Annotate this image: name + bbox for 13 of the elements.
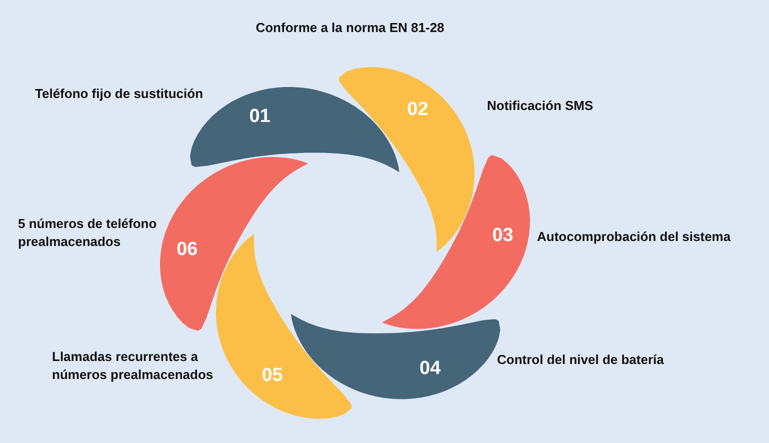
step-number: 03 <box>492 225 514 248</box>
feature-label: Autocomprobación del sistema <box>537 228 732 246</box>
step-number: 04 <box>420 358 441 380</box>
feature-label: Llamadas recurrentes a números prealmacenados <box>52 348 214 384</box>
step-number: 02 <box>407 98 428 121</box>
step-number: 06 <box>176 238 198 261</box>
feature-label: Teléfono fijo de sustitución <box>35 85 204 103</box>
step-number: 01 <box>249 106 270 128</box>
feature-label: 5 números de teléfono prealmacenados <box>18 215 158 251</box>
feature-label: Notificación SMS <box>487 97 594 115</box>
step-number: 05 <box>262 365 283 388</box>
title: Conforme a la norma EN 81-28 <box>254 20 446 35</box>
feature-label: Control del nivel de batería <box>497 351 665 369</box>
